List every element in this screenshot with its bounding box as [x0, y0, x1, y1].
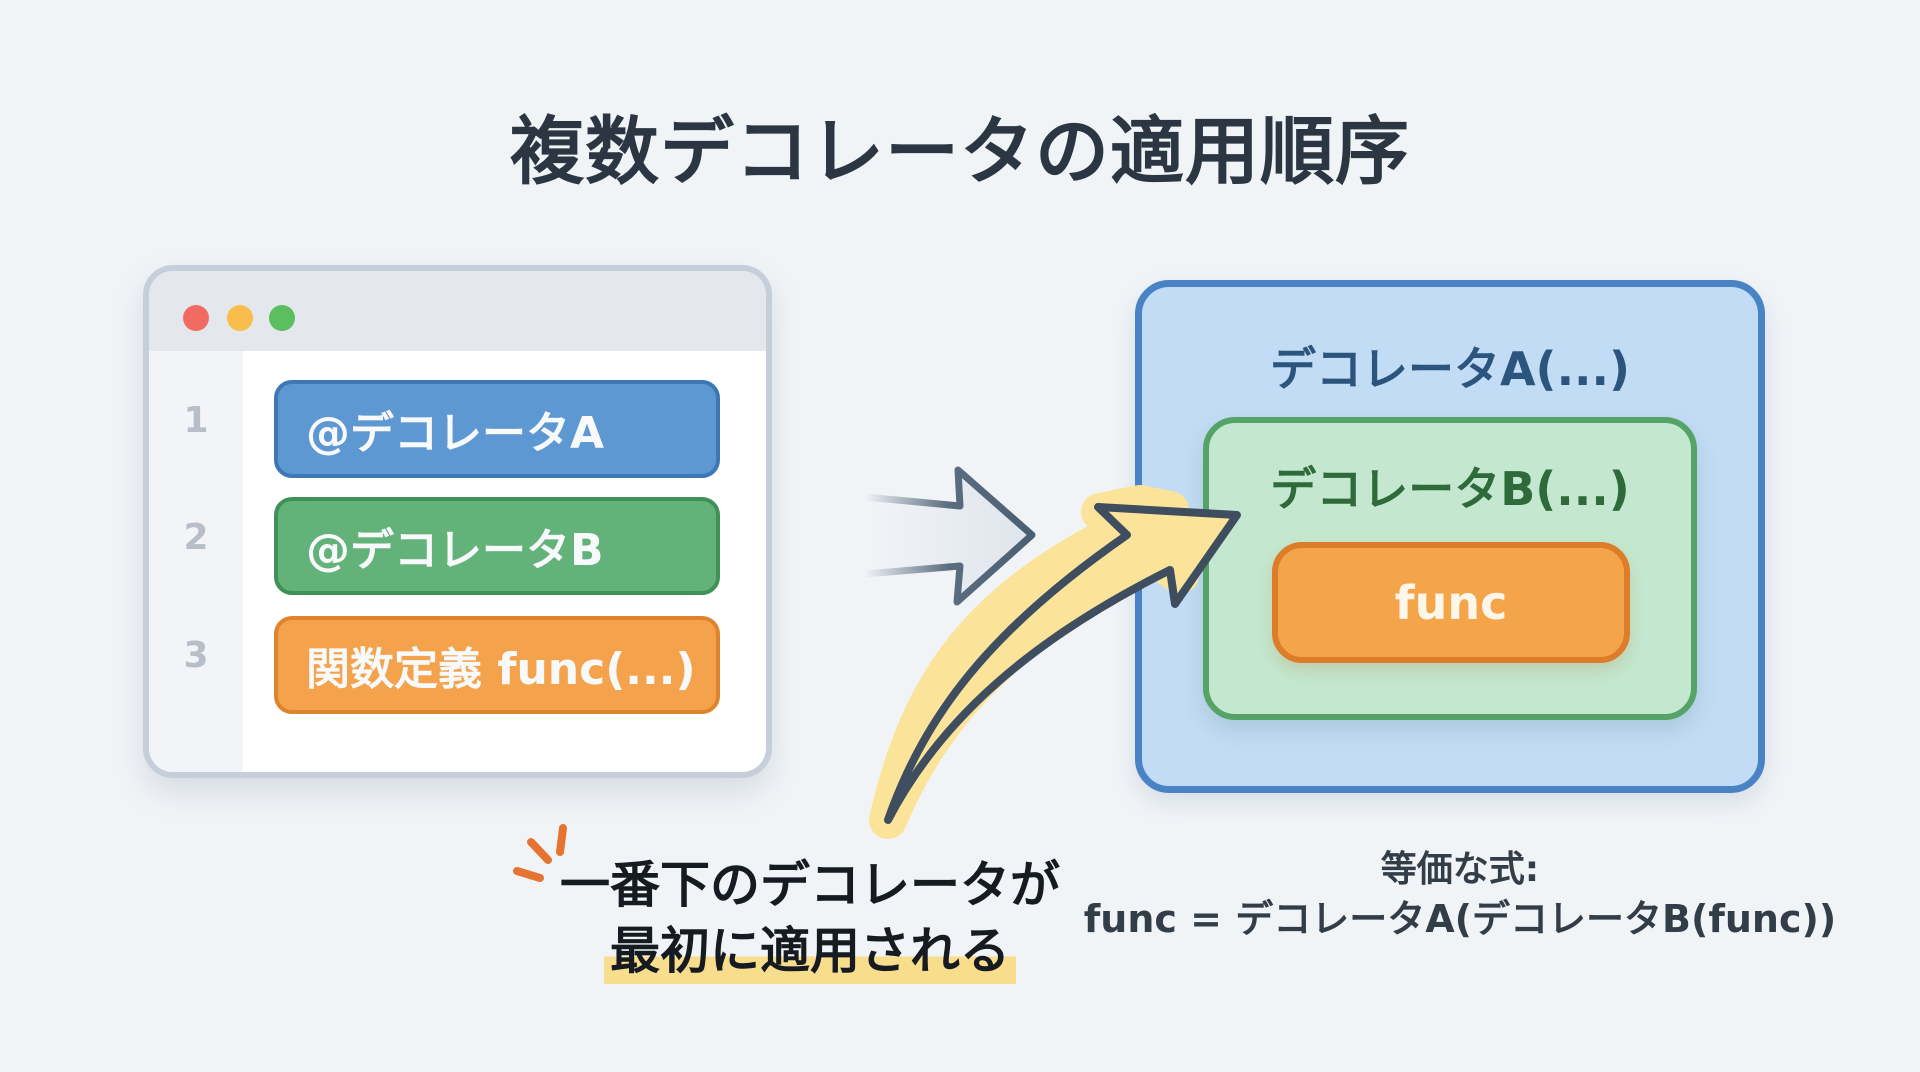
arrow-right-icon — [864, 466, 1036, 606]
code-editor-window: 1 2 3 @デコレータA @デコレータB 関数定義 func(...) — [143, 265, 772, 778]
curved-arrow-icon — [869, 485, 1241, 839]
decorator-a-line: @デコレータA — [274, 380, 720, 478]
decorator-b-label: デコレータB(...) — [1270, 462, 1630, 516]
line-number: 1 — [183, 400, 209, 441]
line-number-gutter: 1 2 3 — [149, 351, 243, 772]
decorator-b-wrapper: デコレータB(...) func — [1203, 417, 1697, 720]
decorator-a-wrapper: デコレータA(...) デコレータB(...) func — [1135, 280, 1765, 793]
maximize-dot-icon[interactable] — [269, 305, 295, 331]
annotation-caption: 一番下のデコレータが 最初に適用される — [540, 852, 1080, 984]
decorator-b-line: @デコレータB — [274, 497, 720, 595]
function-definition-line: 関数定義 func(...) — [274, 616, 720, 714]
equivalent-heading: 等価な式: — [1380, 849, 1540, 890]
annotation-line-1: 一番下のデコレータが — [560, 856, 1060, 914]
equivalent-expression: func = デコレータA(デコレータB(func)) — [1083, 897, 1837, 941]
page-title: 複数デコレータの適用順序 — [510, 109, 1410, 195]
decorator-a-label: デコレータA(...) — [1269, 342, 1631, 396]
close-dot-icon[interactable] — [183, 305, 209, 331]
editor-titlebar — [149, 271, 766, 351]
minimize-dot-icon[interactable] — [227, 305, 253, 331]
annotation-line-2: 最初に適用される — [604, 918, 1016, 984]
line-number: 2 — [183, 517, 209, 558]
line-number: 3 — [183, 635, 209, 676]
func-core: func — [1272, 542, 1630, 663]
sparkle-lines-icon — [513, 824, 567, 882]
